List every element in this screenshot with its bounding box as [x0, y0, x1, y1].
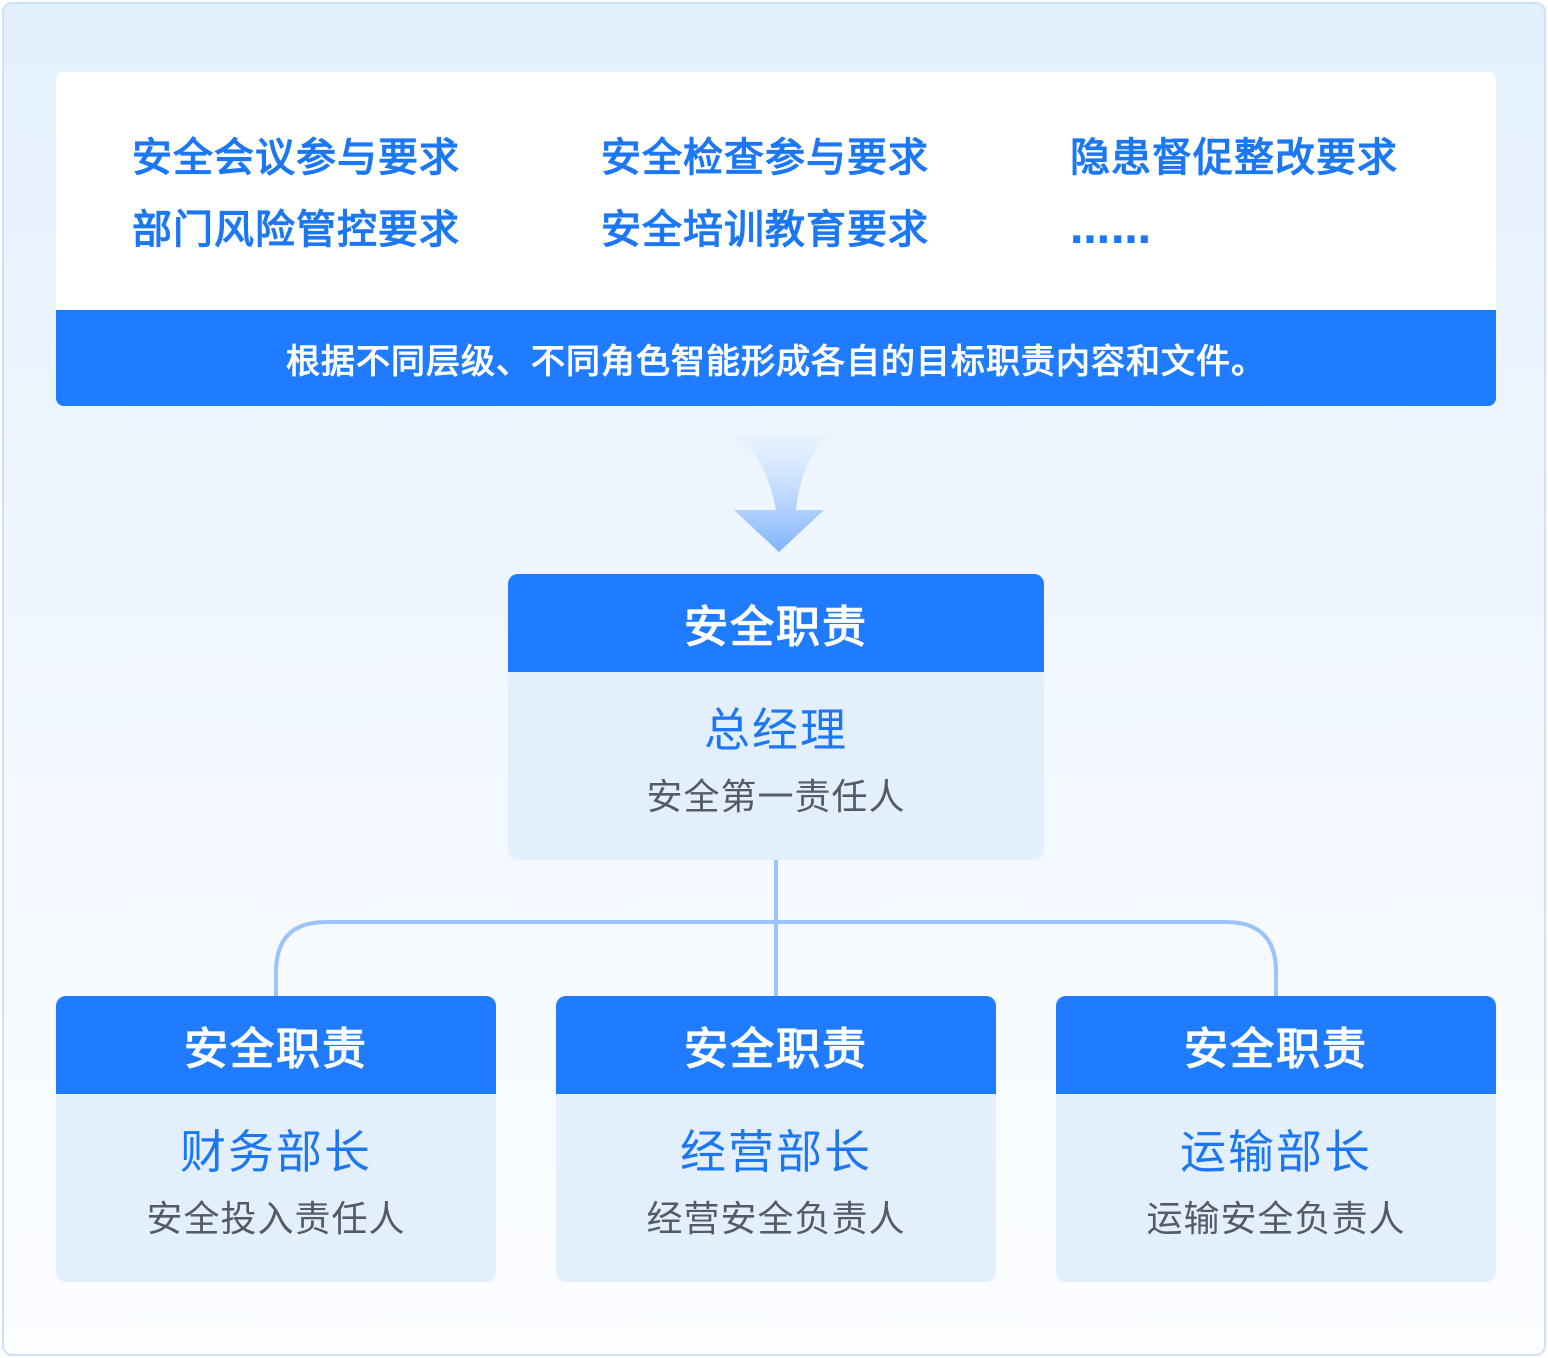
down-arrow-icon [728, 436, 830, 552]
card-header: 安全职责 [556, 996, 996, 1094]
org-card-transport: 安全职责 运输部长 运输安全负责人 [1056, 996, 1496, 1282]
card-role: 运输部长 [1180, 1125, 1372, 1179]
card-duty: 经营安全负责人 [646, 1199, 906, 1240]
org-card-operations: 安全职责 经营部长 经营安全负责人 [556, 996, 996, 1282]
requirements-banner: 根据不同层级、不同角色智能形成各自的目标职责内容和文件。 [56, 310, 1496, 406]
org-card-finance: 安全职责 财务部长 安全投入责任人 [56, 996, 496, 1282]
card-header: 安全职责 [56, 996, 496, 1094]
requirement-item: 部门风险管控要求 [132, 207, 460, 253]
org-card-general-manager: 安全职责 总经理 安全第一责任人 [508, 574, 1044, 860]
card-duty: 运输安全负责人 [1146, 1199, 1406, 1240]
requirement-item: 安全检查参与要求 [601, 135, 929, 181]
card-role: 总经理 [704, 703, 848, 757]
card-header: 安全职责 [508, 574, 1044, 672]
card-duty: 安全投入责任人 [146, 1199, 406, 1240]
requirement-item-ellipsis: …… [1070, 207, 1152, 253]
card-role: 财务部长 [180, 1125, 372, 1179]
requirements-panel: 安全会议参与要求 安全检查参与要求 隐患督促整改要求 部门风险管控要求 安全培训… [56, 72, 1496, 406]
card-role: 经营部长 [680, 1125, 872, 1179]
card-header: 安全职责 [1056, 996, 1496, 1094]
requirement-item: 安全会议参与要求 [132, 135, 460, 181]
requirement-item: 隐患督促整改要求 [1070, 135, 1398, 181]
requirement-item: 安全培训教育要求 [601, 207, 929, 253]
card-duty: 安全第一责任人 [646, 777, 906, 818]
